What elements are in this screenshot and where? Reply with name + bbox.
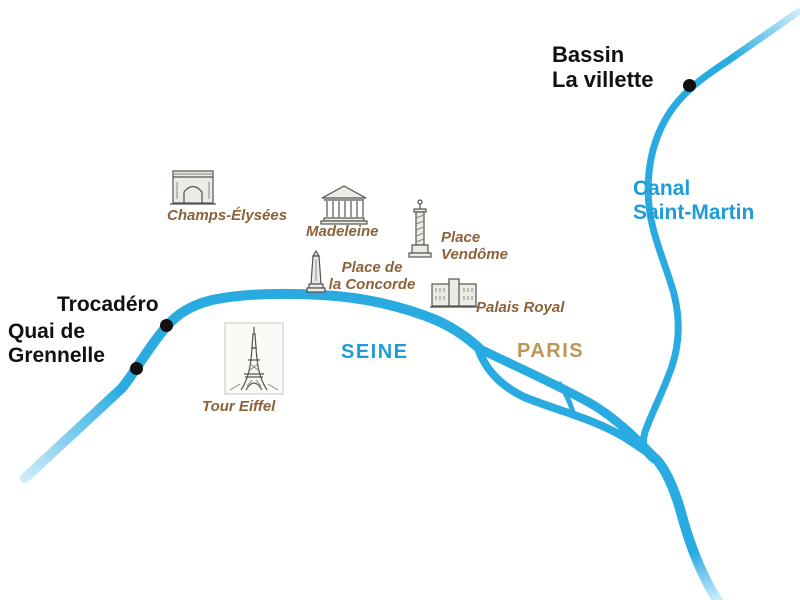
concorde-obelisk-icon xyxy=(302,250,330,296)
vendome-label-line2: Vendôme xyxy=(441,246,508,264)
canal-saint-martin-main xyxy=(639,54,736,464)
seine-river-south-branch xyxy=(474,344,660,463)
palais-royal-icon xyxy=(430,276,478,310)
bassin-la-villette-marker xyxy=(683,79,696,92)
vendome-column-icon xyxy=(404,197,436,259)
concorde-label-line1: Place de xyxy=(341,259,403,276)
trocadero-label: Trocadéro xyxy=(57,293,159,316)
quai-label-line2: Grennelle xyxy=(8,344,105,368)
tour-eiffel-label: Tour Eiffel xyxy=(202,398,276,415)
madeleine-church-icon xyxy=(317,183,371,225)
arc-de-triomphe-icon xyxy=(166,166,220,206)
seine-river-main xyxy=(117,288,485,393)
concorde-label-line2: la Concorde xyxy=(328,276,416,294)
palais-royal-label: Palais Royal xyxy=(476,299,565,316)
vendome-label-line1: Place xyxy=(441,229,481,246)
quai-label-line1: Quai de xyxy=(8,320,86,343)
seine-label: SEINE xyxy=(341,341,409,363)
seine-river-southeast xyxy=(651,454,723,600)
quai-de-grennelle-marker xyxy=(130,362,143,375)
bassin-label-line2: La villette xyxy=(552,67,654,93)
madeleine-label: Madeleine xyxy=(306,223,379,240)
canal-saint-martin-label: Canal Saint-Martin xyxy=(633,177,754,225)
canal-label-line1: Canal xyxy=(633,177,691,200)
bassin-la-villette-label: Bassin La villette xyxy=(552,42,653,93)
seine-island-channel xyxy=(557,381,576,415)
trocadero-marker xyxy=(160,319,173,332)
canal-label-line2: Saint-Martin xyxy=(633,201,755,225)
quai-de-grennelle-label: Quai de Grennelle xyxy=(8,320,105,368)
canal-saint-martin-tail-northeast xyxy=(728,8,800,62)
seine-river-north-branch xyxy=(473,343,661,464)
place-vendome-label: Place Vendôme xyxy=(441,229,508,264)
bassin-label-line1: Bassin xyxy=(552,42,625,67)
eiffel-tower-icon xyxy=(224,322,284,396)
place-de-la-concorde-label: Place de la Concorde xyxy=(328,259,416,294)
seine-river-tail-southwest xyxy=(20,383,127,483)
champs-elysees-label: Champs-Élysées xyxy=(167,207,288,224)
paris-label: PARIS xyxy=(517,340,585,362)
